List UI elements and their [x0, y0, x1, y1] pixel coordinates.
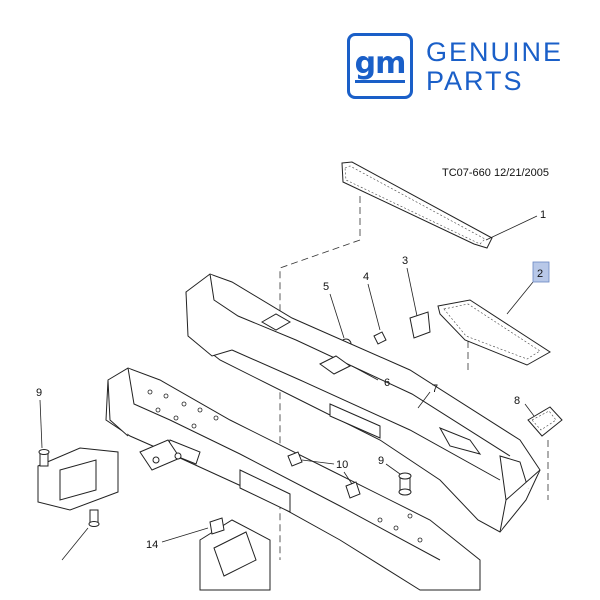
bolt-lower-left[interactable] [88, 509, 100, 527]
bolt-left[interactable] [38, 449, 50, 467]
leader-9a [39, 399, 43, 449]
leader-10a [301, 459, 335, 465]
brand-line-genuine: GENUINE [426, 37, 564, 67]
brand-wordmark: GENUINE PARTS [426, 38, 563, 96]
callout-9b: 9 [378, 455, 384, 467]
gm-logo-text: gm [354, 46, 406, 83]
callout-3: 3 [402, 255, 408, 267]
leader-4 [367, 283, 381, 331]
callout-8: 8 [514, 395, 520, 407]
guide-line-left [279, 196, 361, 560]
step-pad-upper[interactable] [341, 161, 493, 249]
leader-1 [485, 215, 538, 241]
fastener-frame [152, 452, 182, 464]
brand-line-parts: PARTS [426, 66, 524, 96]
bumper-beam-upper[interactable] [185, 273, 541, 533]
leader-8 [524, 403, 535, 417]
bumper-beam-lower[interactable] [105, 367, 481, 591]
callout-2: 2 [537, 268, 543, 280]
callout-10: 10 [336, 459, 348, 471]
callout-1: 1 [540, 209, 546, 221]
diagram-ref: TC07-660 12/21/2005 [442, 167, 549, 179]
callouts: 1 2 3 4 5 6 7 8 9 9 10 14 [36, 209, 546, 551]
beam-holes [147, 389, 423, 543]
nut-10b[interactable] [345, 481, 361, 499]
callout-6: 6 [384, 377, 390, 389]
bracket-clip[interactable] [409, 311, 431, 339]
bolt-center[interactable] [398, 472, 412, 496]
frame-rail [199, 519, 271, 591]
leader-6 [351, 365, 379, 381]
leader-3 [406, 267, 418, 317]
step-pad-lower[interactable] [437, 299, 551, 366]
callout-5: 5 [323, 281, 329, 293]
leader-14 [161, 527, 209, 543]
leader-bolt-lower [61, 527, 89, 561]
nut-14[interactable] [209, 517, 225, 535]
gm-logo: gm [347, 33, 413, 99]
pin-part[interactable] [373, 331, 387, 345]
nut-10a[interactable] [287, 451, 303, 467]
frame-bracket [37, 439, 181, 511]
callout-2-highlight [532, 261, 550, 283]
callout-9a: 9 [36, 387, 42, 399]
leader-10b [343, 471, 353, 485]
small-pad[interactable] [527, 406, 563, 437]
leader-2 [506, 281, 534, 315]
leader-lines [39, 215, 538, 561]
leader-9b [385, 463, 401, 475]
callout-4: 4 [363, 271, 369, 283]
leader-5 [329, 293, 345, 339]
callout-7: 7 [432, 383, 438, 395]
callout-14: 14 [146, 539, 158, 551]
leader-7 [417, 391, 431, 409]
